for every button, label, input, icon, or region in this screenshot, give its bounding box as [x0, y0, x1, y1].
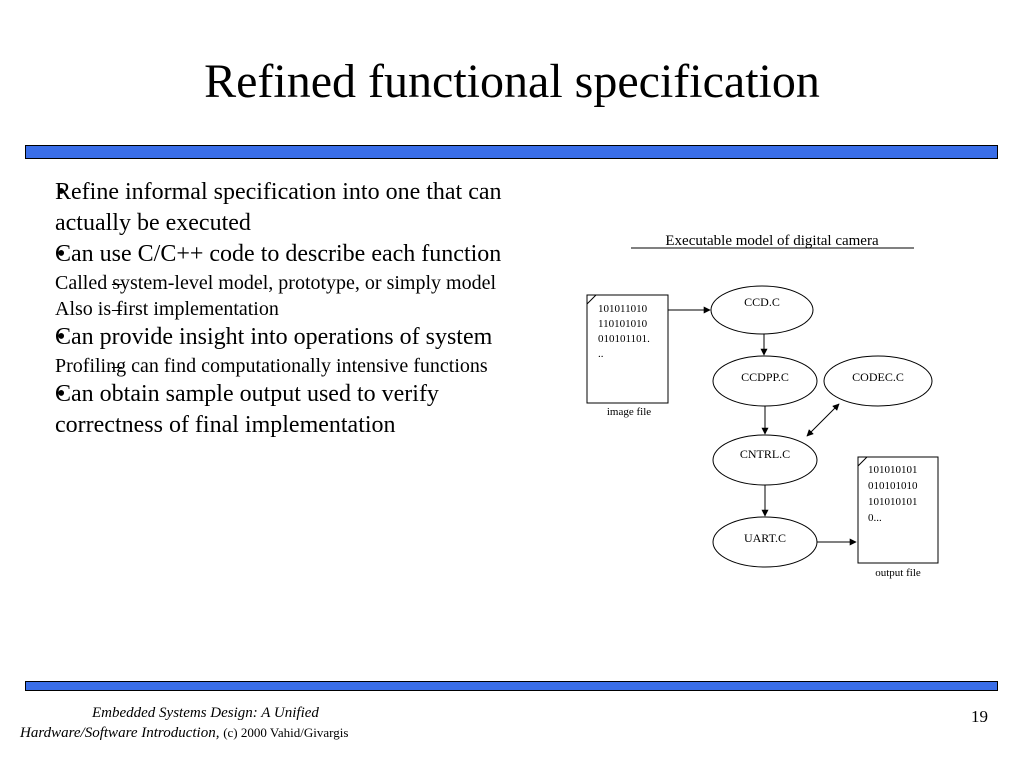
bullet-item: Refine informal specification into one t… — [55, 177, 505, 239]
output-file-line: 101010101 — [868, 464, 918, 476]
sub-bullet-item: Also is first implementation — [55, 296, 505, 322]
footer-copyright: (c) 2000 Vahid/Givargis — [223, 725, 349, 740]
output-file-label: output file — [875, 567, 921, 579]
bullet-text: Can obtain sample output used to verify … — [55, 381, 439, 438]
node-label: UART.C — [744, 531, 786, 545]
bullet-text: Can provide insight into operations of s… — [55, 324, 493, 350]
footer-line-2: Hardware/Software Introduction, (c) 2000… — [20, 723, 420, 743]
node-codec: CODEC.C — [823, 355, 933, 407]
bullet-text: Refine informal specification into one t… — [55, 179, 502, 236]
top-divider-bar — [25, 145, 998, 159]
sub-bullet-text: Called system-level model, prototype, or… — [55, 272, 497, 294]
node-label: CCD.C — [744, 295, 780, 309]
image-file-line: 110101010 — [598, 318, 648, 330]
bullet-list: Refine informal specification into one t… — [55, 177, 505, 441]
slide-title: Refined functional specification — [204, 55, 820, 108]
image-file-label: image file — [607, 406, 651, 418]
sub-bullet-text: Also is first implementation — [55, 298, 279, 320]
node-uart: UART.C — [712, 516, 818, 568]
sub-bullet-item: Called system-level model, prototype, or… — [55, 270, 505, 296]
node-label: CODEC.C — [852, 370, 904, 384]
node-label: CCDPP.C — [741, 370, 789, 384]
image-file-line: 101011010 — [598, 303, 648, 315]
page-number: 19 — [971, 707, 988, 726]
sub-bullet-list: Called system-level model, prototype, or… — [55, 270, 505, 322]
bullet-text: Can use C/C++ code to describe each func… — [55, 241, 502, 267]
node-ccdpp: CCDPP.C — [712, 355, 818, 407]
bullet-item: Can obtain sample output used to verify … — [55, 379, 505, 441]
sub-bullet-list: Profiling can find computationally inten… — [55, 353, 505, 379]
output-file-line: 010101010 — [868, 480, 918, 492]
footer-line-1: Embedded Systems Design: A Unified — [92, 705, 319, 721]
sub-bullet-item: Profiling can find computationally inten… — [55, 353, 505, 379]
footer-citation: Embedded Systems Design: A Unified Hardw… — [20, 703, 420, 743]
node-cntrl: CNTRL.C — [712, 434, 818, 486]
bullet-item: Can provide insight into operations of s… — [55, 322, 505, 379]
diagram-caption: Executable model of digital camera — [665, 233, 879, 249]
output-file-document: 101010101 010101010 101010101 0... — [857, 456, 939, 564]
image-file-line: .. — [598, 348, 604, 360]
image-file-document: 101011010 110101010 010101101. .. — [586, 294, 669, 404]
output-file-line: 0... — [868, 512, 882, 524]
node-label: CNTRL.C — [740, 447, 790, 461]
bottom-divider-bar — [25, 681, 998, 691]
footer-line-2-text: Hardware/Software Introduction, — [20, 725, 220, 741]
sub-bullet-text: Profiling can find computationally inten… — [55, 355, 488, 377]
node-ccd: CCD.C — [710, 285, 814, 335]
cntrl-codec-arrow — [806, 403, 840, 437]
output-file-line: 101010101 — [868, 496, 918, 508]
bullet-item: Can use C/C++ code to describe each func… — [55, 239, 505, 322]
image-file-line: 010101101. — [598, 333, 650, 345]
camera-model-diagram: Executable model of digital camera 10101… — [586, 233, 939, 579]
